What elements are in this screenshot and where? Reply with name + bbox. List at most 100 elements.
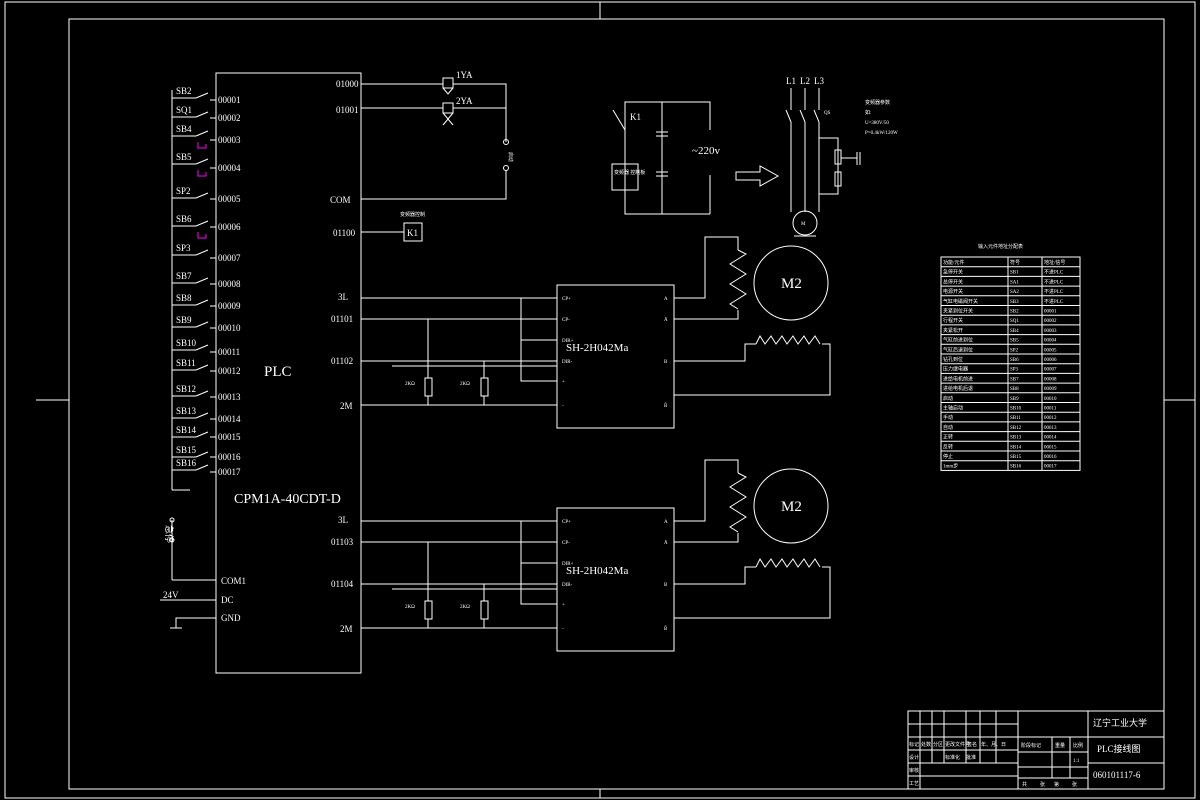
input-switch-label: SQ1 xyxy=(176,105,192,115)
table-cell: 不进PLC xyxy=(1044,278,1064,285)
input-switch: SB8 00009 xyxy=(172,293,241,311)
plc-2m-label: 2M xyxy=(340,624,353,634)
driver-pin-right: Ā xyxy=(664,540,668,546)
input-switch-label: SB13 xyxy=(176,406,197,416)
input-switch-label: SB14 xyxy=(176,425,197,435)
resistor-label: 2KΩ xyxy=(405,382,415,387)
table-cell: SB13 xyxy=(1010,436,1022,441)
input-switch-label: SB15 xyxy=(176,445,197,455)
table-cell: 正转 xyxy=(943,434,953,441)
table-cell: 00012 xyxy=(1044,416,1057,421)
table-title: 输入元件地址分配表 xyxy=(978,243,1023,250)
relay-k1-coil: K1 xyxy=(407,228,418,238)
plc-out-label: 01104 xyxy=(331,579,354,589)
input-address-label: 00009 xyxy=(218,301,241,311)
driver-pin-left: DIR+ xyxy=(562,562,574,567)
table-cell: SP2 xyxy=(1010,348,1019,353)
plc-3l-label: 3L xyxy=(338,515,348,525)
table-cell: SB14 xyxy=(1010,445,1022,450)
driver-pin-right: B̄ xyxy=(664,403,668,409)
input-switch-label: SB2 xyxy=(176,86,192,96)
table-cell: 手动 xyxy=(943,414,953,421)
table-cell: 00015 xyxy=(1044,445,1057,450)
sheets-total-unit: 张 xyxy=(1040,781,1045,788)
plc-supply: 急停 COM1 24V DC GND xyxy=(160,517,246,629)
input-address-label: 00003 xyxy=(218,135,241,145)
plc-unit: PLC CPM1A-40CDT-D xyxy=(215,72,362,674)
driver-pin-left: DIR- xyxy=(562,360,573,365)
input-switch-label: SB8 xyxy=(176,293,192,303)
supply-voltage: ~220v xyxy=(692,145,720,157)
resistor-label: 2KΩ xyxy=(460,605,470,610)
table-cell: 00016 xyxy=(1044,455,1057,460)
col-sign: 签名 xyxy=(967,741,977,748)
driver-model: SH-2H042Ma xyxy=(566,565,628,577)
table-cell: 不进PLC xyxy=(1044,298,1064,305)
input-switch-label: SB6 xyxy=(176,214,192,224)
table-cell: SB8 xyxy=(1010,387,1019,392)
table-cell: 钻孔到位 xyxy=(943,356,963,363)
table-cell: 00001 xyxy=(1044,310,1057,315)
table-cell: 气缸后退到位 xyxy=(943,346,973,353)
driver-pin-left: CP- xyxy=(562,318,570,323)
vfd-note-2: 如: xyxy=(865,109,871,116)
input-address-label: 00002 xyxy=(218,113,241,123)
table-cell: SB16 xyxy=(1010,465,1022,470)
table-cell: SB9 xyxy=(1010,397,1019,402)
table-cell: 压力继电器 xyxy=(943,366,968,373)
resistor-label: 2KΩ xyxy=(405,605,415,610)
table-cell: 启动 xyxy=(943,395,953,402)
input-address-label: 00007 xyxy=(218,253,241,263)
input-address-label: 00004 xyxy=(218,163,241,173)
plc-out-label: 01102 xyxy=(331,356,353,366)
table-cell: 气缸电磁阀开关 xyxy=(943,298,978,305)
col-date: 年、月、日 xyxy=(981,741,1006,748)
row-approve: 批准 xyxy=(966,754,976,761)
table-cell: 00014 xyxy=(1044,436,1057,441)
table-cell: 反转 xyxy=(943,443,953,450)
out-01100-label: 01100 xyxy=(333,228,356,238)
scale-label: 比例 xyxy=(1073,742,1083,749)
table-cell: SB2 xyxy=(1010,310,1019,315)
table-cell: SB15 xyxy=(1010,455,1022,460)
driver-pin-left: + xyxy=(562,380,565,385)
vfd-note-1: 变频器参数 xyxy=(865,99,890,106)
table-cell: 00005 xyxy=(1044,348,1057,353)
table-cell: 00009 xyxy=(1044,387,1057,392)
plc-3l-label: 3L xyxy=(338,292,348,302)
table-cell: 不进PLC xyxy=(1044,288,1064,295)
phase-l2: L2 xyxy=(800,76,810,86)
input-address-label: 00013 xyxy=(218,392,241,402)
table-cell: 00011 xyxy=(1044,407,1057,412)
input-switch-label: SB7 xyxy=(176,271,192,281)
table-cell: 总停开关 xyxy=(943,278,963,285)
table-cell: SB12 xyxy=(1010,426,1022,431)
table-cell: SB1 xyxy=(1010,271,1019,276)
input-address-label: 00010 xyxy=(218,323,241,333)
vfd-box-label: 变频器 控制板 xyxy=(614,169,645,176)
sheet-no-unit: 张 xyxy=(1072,781,1077,788)
table-header: 符号 xyxy=(1010,259,1020,266)
row-process: 工艺 xyxy=(909,781,919,787)
driver-pin-left: CP+ xyxy=(562,297,571,302)
table-cell: 主轴启动 xyxy=(943,405,963,412)
driver-pin-right: B xyxy=(664,583,668,588)
row-design: 设计 xyxy=(909,754,919,761)
solenoid-1ya: 1YA xyxy=(456,70,473,80)
driver-pin-right: B xyxy=(664,360,668,365)
table-cell: 进给电机前进 xyxy=(943,375,973,382)
solenoid-outputs: 01000 01001 1YA 2YA 启动 COM 01100 K1 变频器控… xyxy=(330,70,514,242)
plc-out-label: 01103 xyxy=(331,537,354,547)
com1-label: COM1 xyxy=(221,576,246,586)
table-cell: 00004 xyxy=(1044,339,1057,344)
driver-pin-right: B̄ xyxy=(664,626,668,632)
motor-m: M xyxy=(801,222,806,227)
